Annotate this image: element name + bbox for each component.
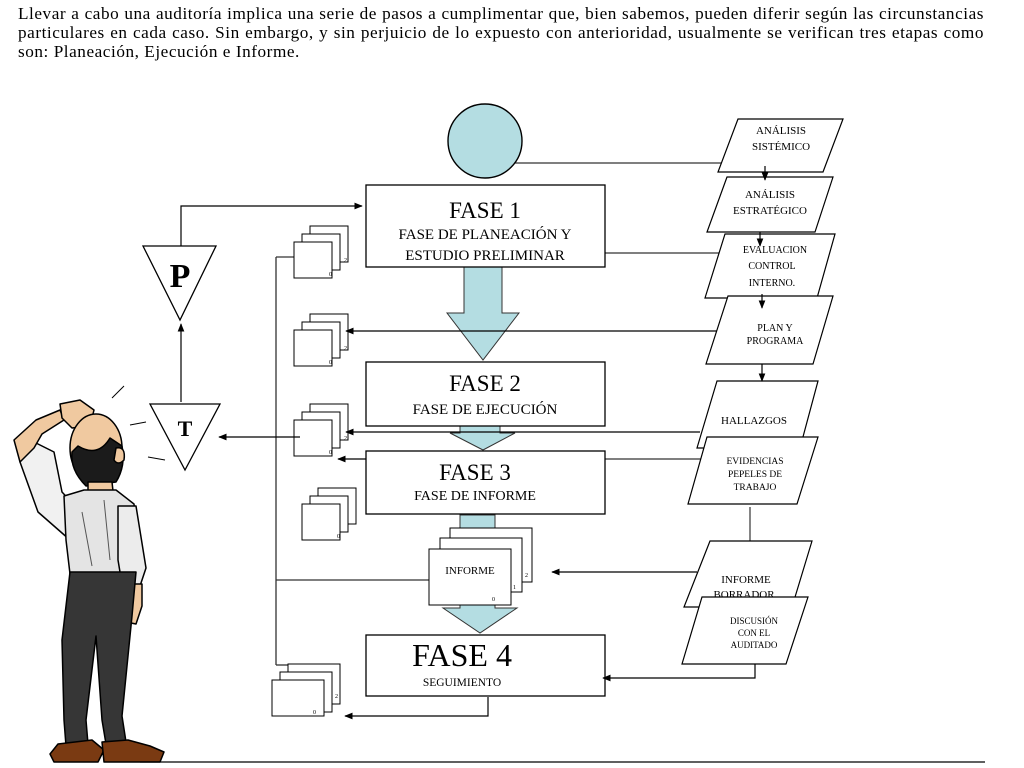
doc-number: 0 <box>329 360 332 366</box>
doc-number: 0 <box>329 450 332 456</box>
step-discusion-con-el-auditado: DISCUSIÓN CON EL AUDITADO <box>681 596 809 665</box>
doc-stack-3: 0 2 <box>293 403 349 457</box>
doc-number: 2 <box>344 436 347 442</box>
phase-3-box: FASE 3 FASE DE INFORME <box>365 450 606 515</box>
step-label: PLAN Y <box>757 323 792 334</box>
step-label: HALLAZGOS <box>721 415 787 427</box>
step-label: EVIDENCIAS <box>727 457 784 467</box>
doc-number: 0 <box>492 597 495 603</box>
step-label: INTERNO. <box>749 278 795 289</box>
phase-2-subtitle: FASE DE EJECUCIÓN <box>413 401 558 418</box>
phase-1-subtitle-line2: ESTUDIO PRELIMINAR <box>405 248 565 264</box>
step-evaluacion-control-interno: EVALUACION CONTROL INTERNO. <box>704 233 836 299</box>
step-chain-arrows <box>756 166 769 382</box>
phase-1-box: FASE 1 FASE DE PLANEACIÓN Y ESTUDIO PREL… <box>365 184 606 268</box>
doc-stack-2: 0 2 <box>293 313 349 367</box>
flow-arrow-1 <box>445 266 521 361</box>
doc-stack-4: 0 <box>301 487 357 541</box>
fase4-feedback-arrow <box>344 697 489 720</box>
doc-number: 2 <box>344 346 347 352</box>
step-label: EVALUACION <box>743 245 807 256</box>
flow-arrow-2 <box>449 425 516 451</box>
phase-3-subtitle: FASE DE INFORME <box>414 489 536 504</box>
doc-number: 2 <box>344 258 347 264</box>
informe-doc-label: INFORME <box>445 565 495 577</box>
intro-paragraph: Llevar a cabo una auditoría implica una … <box>18 4 984 61</box>
step-analisis-estrategico: ANÁLISIS ESTRATÉGICO <box>706 176 834 233</box>
doc-stack-1: 0 2 <box>293 225 349 279</box>
p-triangle: P <box>141 245 218 322</box>
phase-2-box: FASE 2 FASE DE EJECUCIÓN <box>365 361 606 427</box>
step-label: ANÁLISIS <box>745 189 795 201</box>
phase-1-title: FASE 1 <box>449 198 521 223</box>
step-label: PROGRAMA <box>747 336 804 347</box>
doc-number: 2 <box>525 573 528 579</box>
phase-3-title: FASE 3 <box>439 460 511 485</box>
p-to-fase1-arrow <box>180 202 363 246</box>
step-label: ESTRATÉGICO <box>733 205 807 217</box>
doc-number: 0 <box>337 534 340 540</box>
step-label: TRABAJO <box>734 483 777 493</box>
start-circle <box>447 103 523 179</box>
step-label: CONTROL <box>748 261 795 272</box>
step-plan-y-programa: PLAN Y PROGRAMA <box>705 295 834 365</box>
thought-lines <box>111 385 166 461</box>
phase-4-title: FASE 4 <box>412 637 512 673</box>
step-label: PEPELES DE <box>728 470 782 480</box>
step-label: DISCUSIÓN <box>730 616 779 626</box>
phase-4-subtitle: SEGUIMIENTO <box>423 677 501 689</box>
doc-number: 0 <box>313 710 316 716</box>
t-label: T <box>178 416 193 441</box>
informe-doc-stack: INFORME 0 1 2 <box>428 527 533 606</box>
step-label: INFORME <box>721 574 771 586</box>
t-triangle: T <box>148 403 222 472</box>
step-label: CON EL <box>738 628 770 638</box>
vertical-bus-line <box>275 256 430 666</box>
doc-number: 0 <box>329 272 332 278</box>
phase-1-subtitle-line1: FASE DE PLANEACIÓN Y <box>399 226 572 243</box>
doc-number: 1 <box>513 585 516 591</box>
step-evidencias: EVIDENCIAS PEPELES DE TRABAJO <box>687 436 819 505</box>
p-label: P <box>170 258 191 295</box>
step-hallazgos: HALLAZGOS <box>696 380 819 449</box>
doc-number: 2 <box>335 694 338 700</box>
right-connector-lines <box>510 162 751 542</box>
doc-stack-5: 0 2 <box>271 663 341 717</box>
step-label: ANÁLISIS <box>756 125 806 137</box>
phase-2-title: FASE 2 <box>449 371 521 396</box>
thinking-man-illustration <box>13 399 165 763</box>
phase-4-box: FASE 4 SEGUIMIENTO <box>365 634 606 697</box>
step-analisis-sistemico: ANÁLISIS SISTÉMICO <box>717 118 844 173</box>
step-label: SISTÉMICO <box>752 141 810 153</box>
step-label: AUDITADO <box>731 640 778 650</box>
